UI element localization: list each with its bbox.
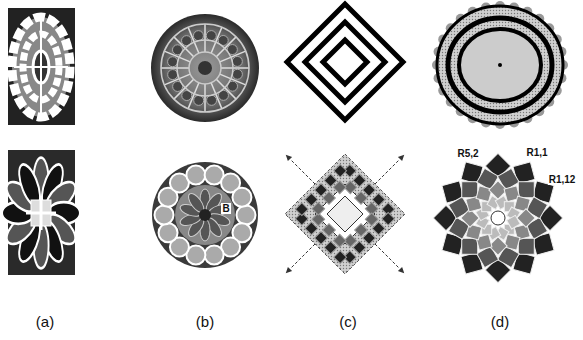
panel-caption: (d)	[491, 314, 509, 331]
panel-caption: (b)	[196, 314, 214, 331]
region-label: B	[221, 203, 230, 214]
square-tile-diamond	[284, 153, 407, 276]
region-label: R1,12	[548, 174, 577, 185]
square-petal-flower	[433, 153, 562, 282]
panel-caption: (c)	[339, 314, 357, 331]
radial-pattern	[151, 14, 259, 122]
nested-diamonds	[287, 4, 403, 120]
panel-caption: (a)	[36, 314, 54, 331]
region-label: R1,1	[525, 147, 548, 158]
oval-pattern	[432, 1, 568, 129]
flower-pattern	[2, 150, 80, 275]
region-label: R5,2	[456, 148, 479, 159]
circle-ring-pattern	[152, 162, 258, 268]
ellipse-pattern	[8, 8, 75, 125]
